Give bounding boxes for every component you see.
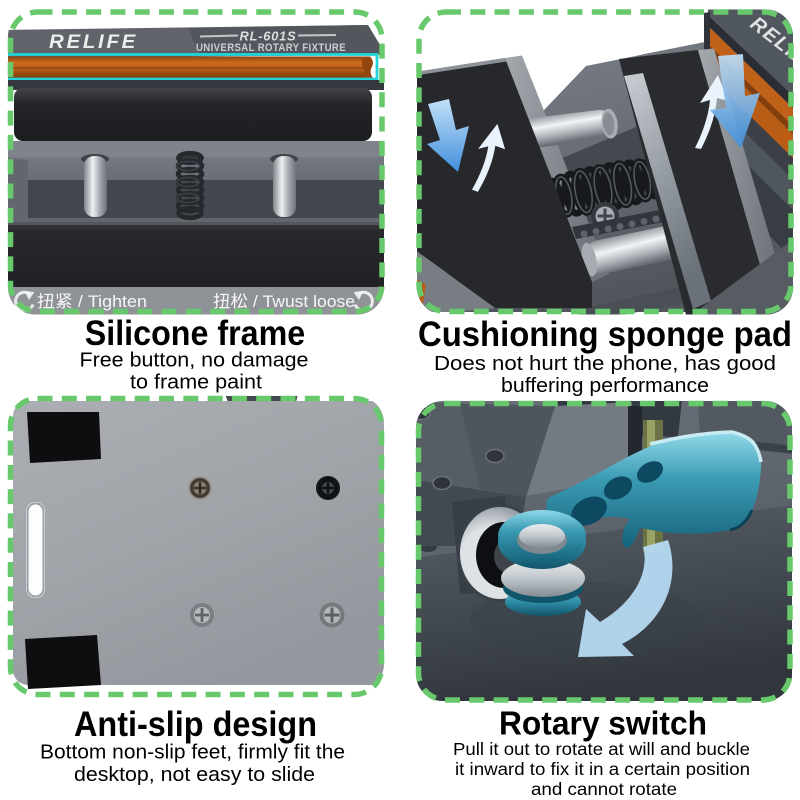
svg-text:Does not hurt the phone, has g: Does not hurt the phone, has good bbox=[434, 353, 776, 375]
svg-text:it inward to fix it in a certa: it inward to fix it in a certain positio… bbox=[455, 759, 750, 779]
svg-text:Silicone frame: Silicone frame bbox=[85, 314, 306, 353]
svg-text:and cannot rotate: and cannot rotate bbox=[531, 779, 677, 799]
svg-text:Bottom non-slip feet, firmly f: Bottom non-slip feet, firmly fit the bbox=[40, 742, 345, 764]
svg-text:Rotary switch: Rotary switch bbox=[499, 705, 707, 742]
svg-text:UNIVERSAL ROTARY FIXTURE: UNIVERSAL ROTARY FIXTURE bbox=[196, 42, 346, 54]
svg-text:to frame paint: to frame paint bbox=[130, 372, 262, 394]
svg-text:Cushioning sponge pad: Cushioning sponge pad bbox=[418, 315, 792, 354]
svg-text:desktop, not easy to slide: desktop, not easy to slide bbox=[74, 764, 315, 786]
svg-text:RELIFE: RELIFE bbox=[49, 31, 138, 53]
svg-text:buffering performance: buffering performance bbox=[501, 375, 709, 397]
svg-text:Anti-slip design: Anti-slip design bbox=[74, 705, 317, 744]
svg-text:扭紧 / Tighten: 扭紧 / Tighten bbox=[37, 292, 147, 311]
svg-text:Free button, no damage: Free button, no damage bbox=[80, 350, 309, 372]
svg-text:RL-601S: RL-601S bbox=[240, 30, 297, 44]
svg-text:Pull it out to rotate at will: Pull it out to rotate at will and buckle bbox=[453, 739, 750, 759]
svg-text:扭松 / Twust loose: 扭松 / Twust loose bbox=[213, 292, 355, 311]
